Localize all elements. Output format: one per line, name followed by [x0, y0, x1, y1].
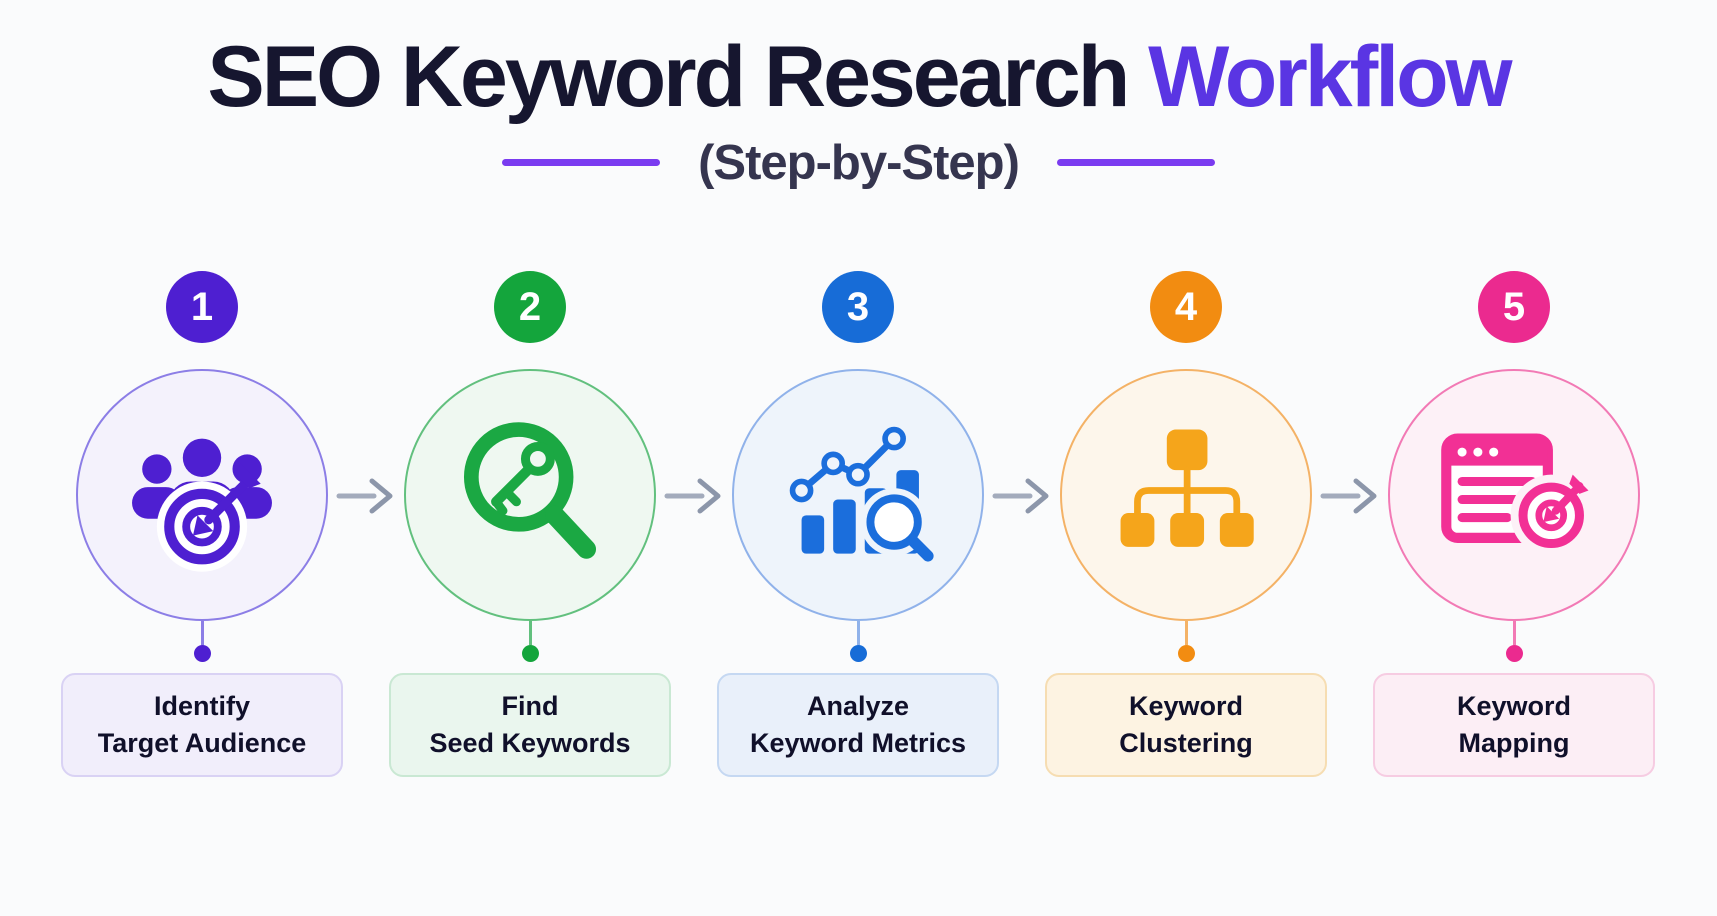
subtitle-row: (Step-by-Step) — [0, 135, 1717, 191]
step-label-line2: Mapping — [1458, 728, 1570, 758]
audience-target-icon — [132, 438, 272, 572]
title-accent: Workflow — [1148, 29, 1512, 125]
step-label: Analyze Keyword Metrics — [717, 673, 999, 777]
connector-line — [1184, 621, 1188, 645]
title-main: SEO Keyword Research — [207, 29, 1130, 125]
step-find-seed-keywords: 2 Find Seed Keywords — [366, 271, 694, 777]
connector-dot — [849, 645, 867, 662]
connector-dot — [521, 645, 539, 662]
step-label: Identify Target Audience — [61, 673, 343, 777]
arrow-right-icon — [336, 478, 393, 514]
arrow-right-icon — [664, 478, 721, 514]
browser-target-icon — [1441, 433, 1592, 556]
step-icon-circle — [1060, 369, 1312, 621]
step-number-badge: 1 — [166, 271, 238, 343]
step-icon-circle — [76, 369, 328, 621]
step-label-line1: Keyword — [1128, 691, 1244, 721]
step-label-line1: Identify — [153, 691, 250, 721]
connector-line — [200, 621, 204, 645]
step-icon-circle — [404, 369, 656, 621]
arrow-right-icon — [1320, 478, 1377, 514]
step-number-badge: 5 — [1478, 271, 1550, 343]
step-label-line2: Clustering — [1119, 728, 1253, 758]
connector-line — [856, 621, 860, 645]
step-label-line2: Keyword Metrics — [749, 728, 967, 758]
step-label-line2: Seed Keywords — [429, 728, 631, 758]
step-label: Find Seed Keywords — [389, 673, 671, 777]
step-keyword-mapping: 5 Keyword Mapp — [1350, 271, 1678, 777]
connector-dot — [1177, 645, 1195, 662]
subtitle-dash-left-icon — [502, 159, 661, 167]
step-identify-target-audience: 1 Identi — [38, 271, 366, 777]
step-icon-circle — [1388, 369, 1640, 621]
page-title: SEO Keyword Research Workflow — [0, 30, 1717, 125]
connector-line — [528, 621, 532, 645]
step-label-line1: Keyword — [1456, 691, 1572, 721]
step-label-line1: Find — [501, 691, 559, 721]
workflow-steps: 1 Identi — [38, 271, 1678, 777]
step-label: Keyword Mapping — [1373, 673, 1655, 777]
arrow-right-icon — [992, 478, 1049, 514]
step-analyze-keyword-metrics: 3 Analyze Keyword Metrics — [694, 271, 1022, 777]
step-icon-circle — [732, 369, 984, 621]
magnifier-key-icon — [463, 422, 597, 559]
step-number-badge: 3 — [822, 271, 894, 343]
chart-magnifier-icon — [789, 426, 934, 562]
header: SEO Keyword Research Workflow (Step-by-S… — [0, 30, 1717, 191]
step-label-line1: Analyze — [806, 691, 910, 721]
hierarchy-icon — [1120, 429, 1254, 547]
step-label: Keyword Clustering — [1045, 673, 1327, 777]
connector-dot — [193, 645, 211, 662]
step-keyword-clustering: 4 Keyword Clustering — [1022, 271, 1350, 777]
step-number-badge: 4 — [1150, 271, 1222, 343]
subtitle-dash-right-icon — [1056, 159, 1215, 167]
step-number-badge: 2 — [494, 271, 566, 343]
step-label-line2: Target Audience — [97, 728, 307, 758]
subtitle: (Step-by-Step) — [698, 135, 1020, 190]
connector-dot — [1505, 645, 1523, 662]
connector-line — [1512, 621, 1516, 645]
